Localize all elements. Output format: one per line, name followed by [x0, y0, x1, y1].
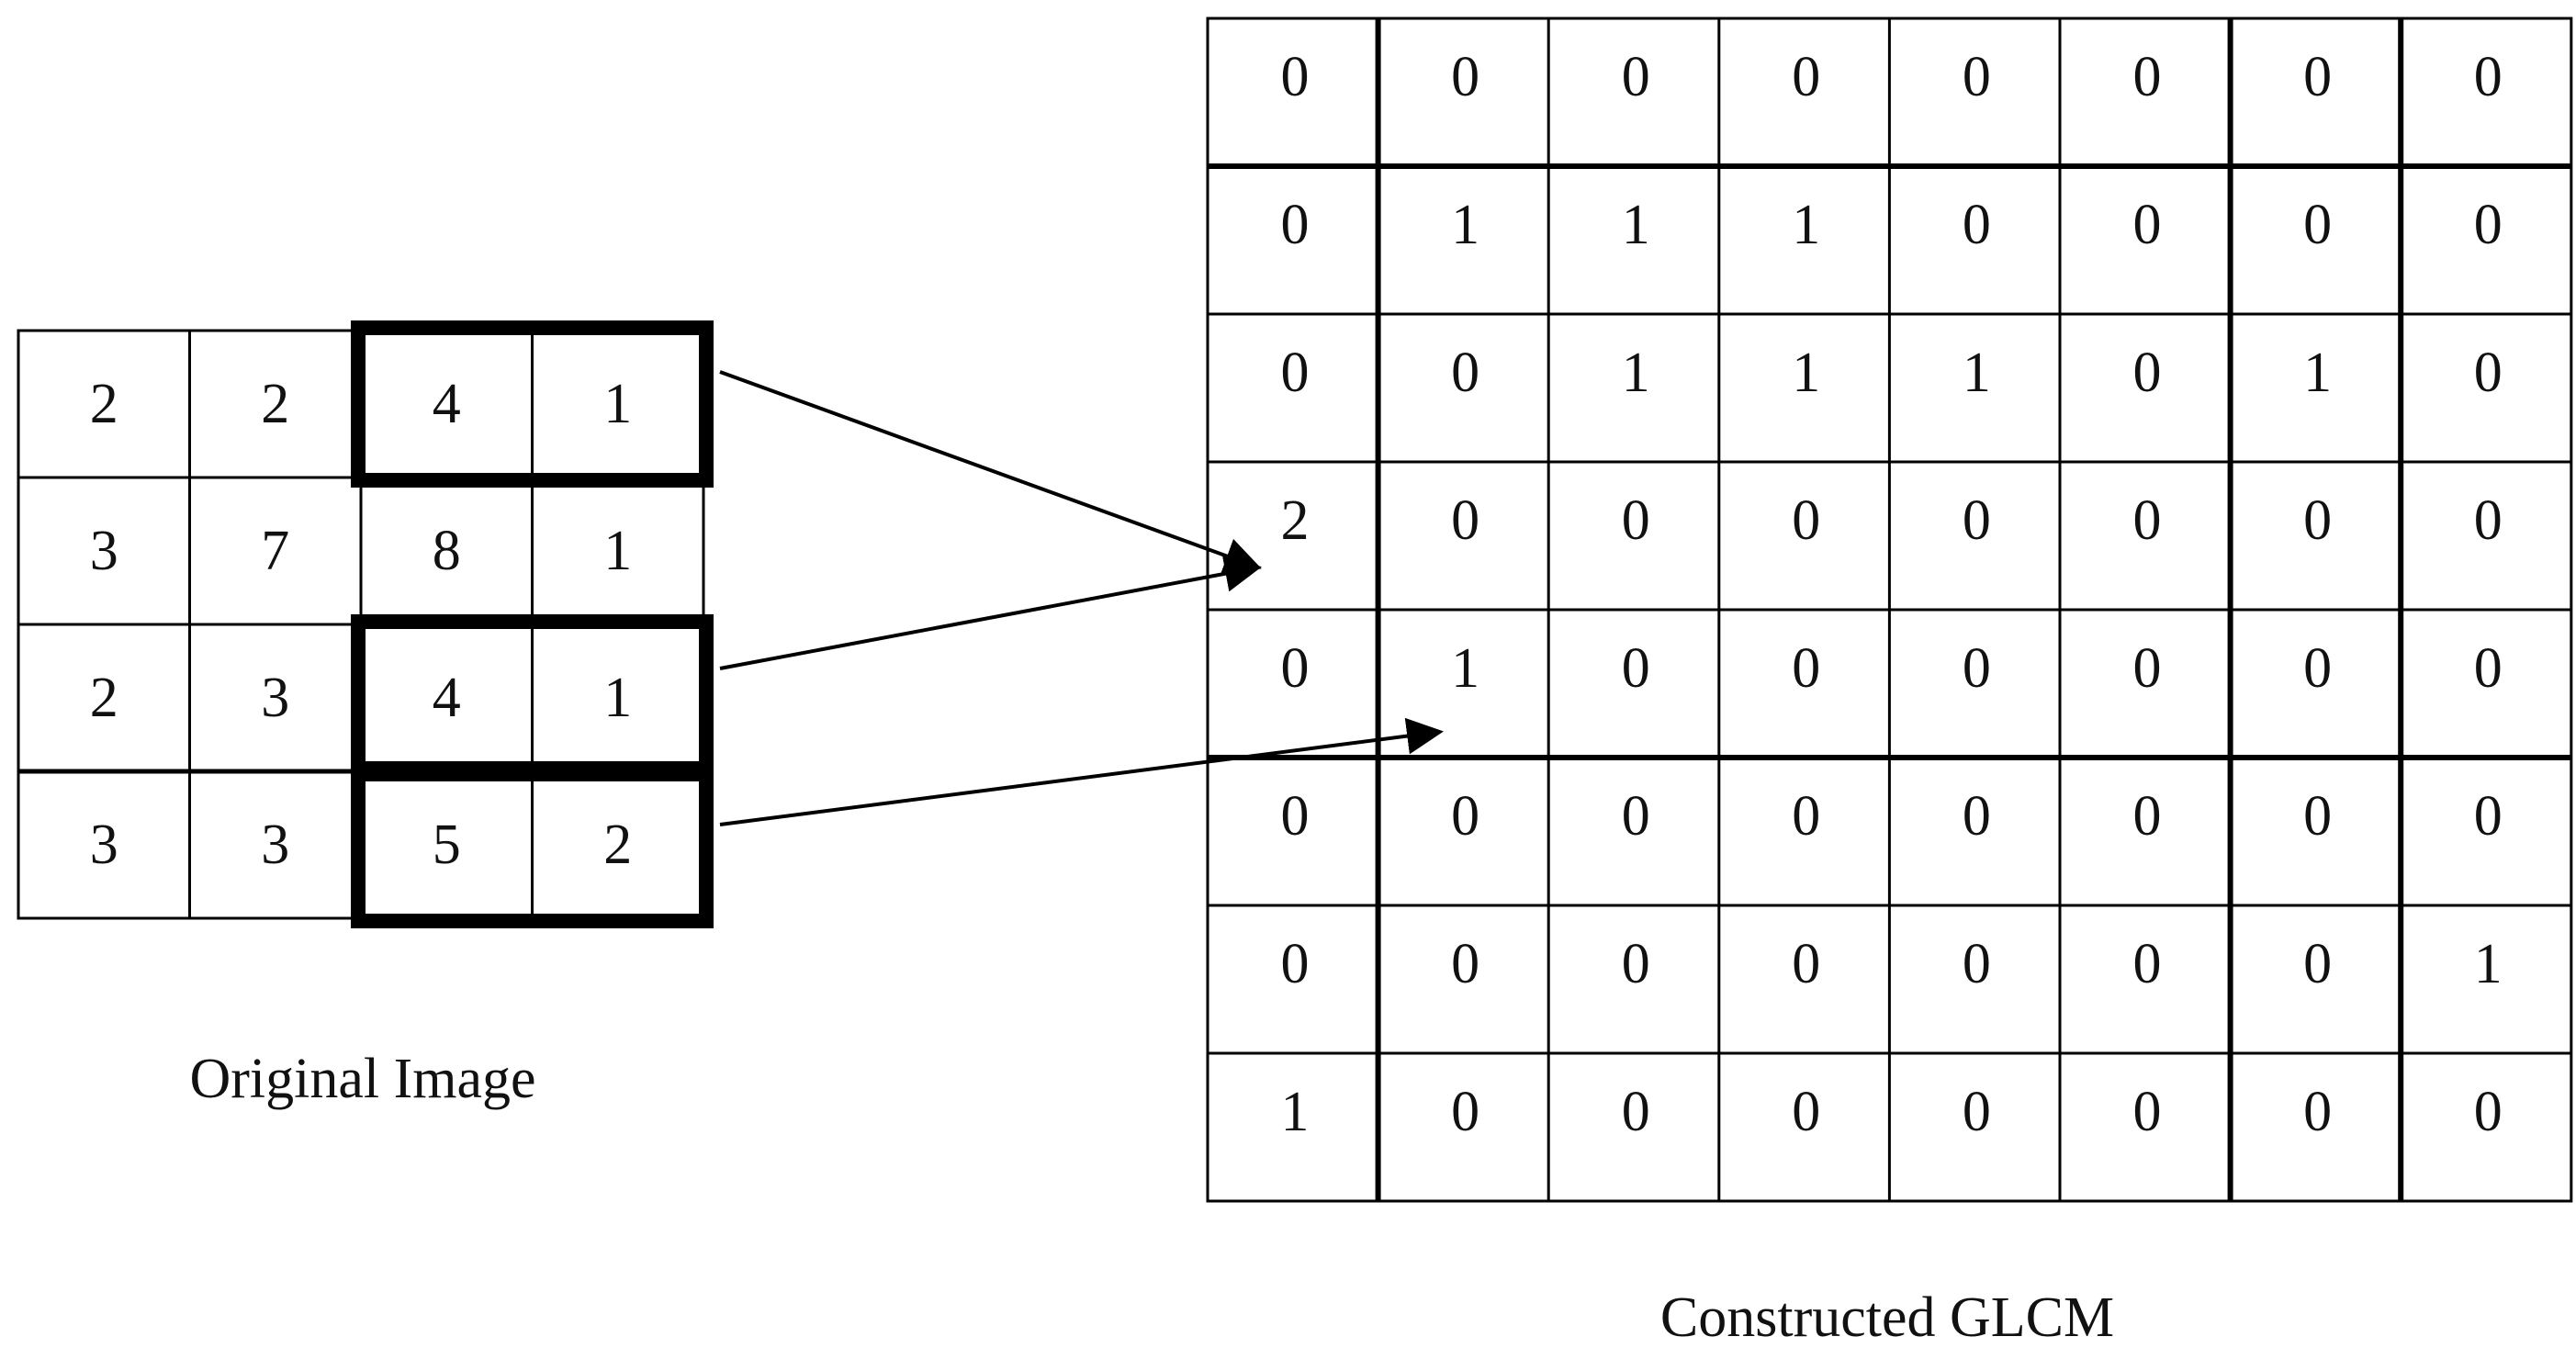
original-cell: 2: [261, 373, 289, 435]
original-cell: 2: [603, 814, 632, 876]
glcm-cell: 0: [1963, 46, 1991, 108]
glcm-cell: 0: [1451, 785, 1479, 848]
glcm-cell: 0: [2133, 342, 2162, 404]
glcm-cell: 1: [1622, 194, 1650, 256]
glcm-cell: 0: [2474, 785, 2503, 848]
glcm-cell: 0: [1622, 933, 1650, 995]
glcm-cell: 0: [1451, 1081, 1479, 1143]
glcm-cell: 0: [1792, 933, 1820, 995]
original-image-cells: 2 2 4 1 3 7 8 1 2 3 4 1 3 3 5 2: [90, 373, 633, 876]
glcm-cell: 0: [1281, 46, 1310, 108]
glcm-cell: 1: [1451, 637, 1479, 700]
glcm-cell: 1: [1792, 194, 1820, 256]
glcm-cell: 0: [1281, 342, 1310, 404]
mapping-arrow: [719, 555, 1262, 670]
glcm-cell: 0: [1622, 637, 1650, 700]
glcm-cell: 2: [1281, 489, 1310, 552]
highlighted-pair-boxes: [351, 320, 714, 928]
glcm-cell: 0: [1622, 785, 1650, 848]
glcm-cell: 0: [2303, 46, 2332, 108]
glcm-cell: 0: [2133, 194, 2162, 256]
glcm-cell: 0: [1622, 46, 1650, 108]
glcm-cell: 0: [2474, 637, 2503, 700]
glcm-matrix-grid: 0 0 0 0 0 0 0 0 0 1 1 1 0 0 0 0 0 0 1 1 1 0 1 0 2 0 0 0 0 0 0 0 0 1 0 0 0 0 0 0…: [1206, 17, 2573, 1203]
glcm-cell: 0: [1451, 46, 1479, 108]
highlight-box: [351, 320, 714, 488]
glcm-cell: 1: [2474, 933, 2503, 995]
glcm-cell: 0: [2133, 785, 2162, 848]
glcm-cell: 0: [1451, 342, 1479, 404]
glcm-cell: 0: [1792, 489, 1820, 552]
glcm-cell: 1: [2303, 342, 2332, 404]
glcm-cell: 0: [2133, 489, 2162, 552]
glcm-cell: 0: [2133, 933, 2162, 995]
glcm-cell: 0: [1622, 489, 1650, 552]
glcm-cell: 1: [1963, 342, 1991, 404]
glcm-grid-lines: [1206, 17, 2573, 1203]
glcm-cell: 0: [1963, 637, 1991, 700]
glcm-cell: 0: [2133, 1081, 2162, 1143]
glcm-cell: 0: [2133, 46, 2162, 108]
original-cell: 5: [433, 814, 461, 876]
glcm-cell: 0: [2303, 194, 2332, 256]
glcm-cell: 0: [2474, 46, 2503, 108]
glcm-cell: 0: [1963, 489, 1991, 552]
glcm-cell: 0: [2303, 933, 2332, 995]
glcm-cell: 0: [2133, 637, 2162, 700]
glcm-cell: 0: [2303, 637, 2332, 700]
highlight-box: [351, 761, 714, 928]
glcm-cell: 0: [2303, 1081, 2332, 1143]
glcm-cell: 0: [1451, 933, 1479, 995]
original-cell: 3: [90, 814, 118, 876]
glcm-cell: 0: [1792, 46, 1820, 108]
glcm-cells: 0 0 0 0 0 0 0 0 0 1 1 1 0 0 0 0 0 0 1 1 1 0 1 0 2 0 0 0 0 0 0 0 0 1 0 0 0 0 0 0…: [1281, 46, 2503, 1143]
glcm-cell: 1: [1451, 194, 1479, 256]
glcm-cell: 0: [1963, 785, 1991, 848]
original-cell: 1: [603, 667, 632, 729]
glcm-cell: 0: [1281, 785, 1310, 848]
original-cell: 1: [603, 373, 632, 435]
original-image-caption: Original Image: [189, 1048, 535, 1110]
glcm-cell: 0: [1451, 489, 1479, 552]
glcm-cell: 1: [1281, 1081, 1310, 1143]
glcm-cell: 0: [2474, 194, 2503, 256]
original-image-grid: 2 2 4 1 3 7 8 1 2 3 4 1 3 3 5 2: [17, 320, 714, 928]
glcm-cell: 0: [2474, 489, 2503, 552]
glcm-cell: 1: [1792, 342, 1820, 404]
mapping-arrows: [719, 370, 1444, 826]
original-cell: 1: [603, 520, 632, 582]
mapping-arrow: [719, 717, 1444, 826]
original-cell: 2: [90, 373, 118, 435]
glcm-cell: 0: [1792, 637, 1820, 700]
glcm-cell: 0: [2474, 1081, 2503, 1143]
original-cell: 8: [433, 520, 461, 582]
original-cell: 4: [433, 373, 461, 435]
original-cell: 3: [261, 667, 289, 729]
glcm-cell: 0: [1281, 194, 1310, 256]
glcm-cell: 0: [2303, 489, 2332, 552]
original-cell: 4: [433, 667, 461, 729]
glcm-cell: 0: [1963, 933, 1991, 995]
glcm-cell: 0: [1963, 194, 1991, 256]
mapping-arrow: [719, 370, 1262, 574]
glcm-cell: 0: [2474, 342, 2503, 404]
glcm-cell: 0: [1792, 785, 1820, 848]
original-cell: 3: [261, 814, 289, 876]
original-cell: 2: [90, 667, 118, 729]
glcm-cell: 0: [1281, 637, 1310, 700]
original-cell: 7: [261, 520, 289, 582]
glcm-cell: 0: [1281, 933, 1310, 995]
glcm-cell: 0: [1963, 1081, 1991, 1143]
original-cell: 3: [90, 520, 118, 582]
glcm-cell: 0: [2303, 785, 2332, 848]
glcm-cell: 0: [1792, 1081, 1820, 1143]
glcm-cell: 0: [1622, 1081, 1650, 1143]
glcm-caption: Constructed GLCM: [1660, 1286, 2114, 1349]
glcm-cell: 1: [1622, 342, 1650, 404]
